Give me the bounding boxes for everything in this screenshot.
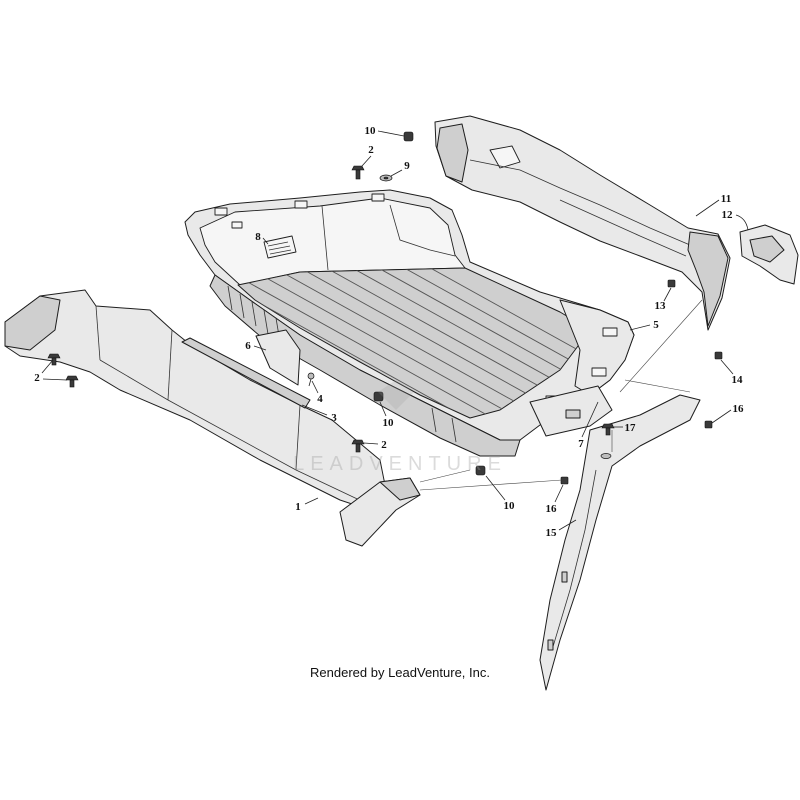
bed-latch — [591, 367, 607, 377]
watermark-text: LEADVENTURE — [293, 453, 507, 475]
leader-line — [311, 380, 319, 394]
screw-2 — [351, 439, 365, 453]
callout-label: 6 — [245, 340, 251, 352]
alignment-line — [419, 469, 471, 483]
alignment-line — [619, 299, 703, 393]
callout-label: 2 — [34, 372, 40, 384]
leader-line — [581, 401, 599, 438]
leader-line — [711, 409, 732, 424]
callout-label: 1 — [295, 501, 301, 513]
render-credit: Rendered by LeadVenture, Inc. — [310, 665, 490, 680]
bed-tab — [231, 221, 243, 229]
leader-line — [253, 345, 267, 351]
leader-line — [554, 484, 564, 503]
leader-line — [262, 237, 269, 245]
leader-line — [558, 519, 577, 531]
callout-label: 15 — [546, 527, 558, 539]
floor-rib — [293, 268, 590, 418]
leader-line — [301, 404, 328, 416]
callout-label: 5 — [653, 319, 659, 331]
leader-line — [361, 155, 372, 167]
alignment-line — [419, 479, 563, 491]
leader-line — [485, 475, 506, 501]
leader-line — [663, 287, 672, 302]
clip-10 — [475, 465, 486, 476]
plate-6 — [255, 329, 301, 386]
support-bar-3 — [181, 337, 311, 409]
floor-rib — [371, 268, 590, 418]
bed-front-wall — [199, 197, 466, 286]
screw-2 — [65, 375, 79, 388]
leader-line — [363, 442, 379, 445]
cargo-bed — [184, 189, 635, 457]
watermark-logo — [378, 380, 414, 410]
leader-line — [41, 359, 54, 374]
callout-label: 10 — [504, 500, 516, 512]
rivet-4 — [307, 372, 315, 387]
leader-line — [304, 497, 319, 505]
clip-10 — [403, 131, 414, 142]
bed-tab — [214, 207, 228, 216]
callout-label: 10 — [383, 417, 395, 429]
leader-line — [629, 324, 651, 331]
floor-rib — [345, 268, 590, 418]
callout-label: 2 — [368, 144, 374, 156]
callout-label: 7 — [578, 438, 584, 450]
alignment-line — [624, 379, 691, 393]
leader-line — [390, 169, 403, 177]
fender-15 — [539, 394, 701, 691]
callout-label: 12 — [722, 209, 734, 221]
callout-label: 14 — [732, 374, 744, 386]
rear-panel-slot — [565, 409, 581, 419]
callout-label: 8 — [255, 231, 261, 243]
bed-tab — [294, 200, 308, 209]
leader-line — [720, 359, 734, 375]
callout-label: 4 — [317, 393, 323, 405]
callout-label: 3 — [331, 412, 337, 424]
leader-line — [42, 378, 68, 381]
decal-8 — [263, 235, 297, 259]
watermark: LEADVENTURE — [293, 380, 507, 475]
callout-label: 10 — [365, 125, 377, 137]
screw-2 — [351, 165, 365, 180]
callout-label: 2 — [381, 439, 387, 451]
nut-16 — [560, 476, 569, 485]
nut-16 — [704, 420, 713, 429]
callout-label: 13 — [655, 300, 667, 312]
leader-line — [735, 214, 749, 231]
screw-17 — [601, 423, 615, 436]
bed-latch — [602, 327, 618, 337]
upper-side-panel — [434, 115, 731, 331]
bed-tab — [371, 193, 385, 202]
bed-near-wall — [209, 274, 521, 457]
washer-17 — [600, 453, 612, 459]
floor-rib — [319, 268, 590, 418]
callout-label: 9 — [404, 160, 410, 172]
callout-label: 16 — [546, 503, 558, 515]
nut-14 — [714, 351, 723, 360]
left-side-panel-1 — [4, 289, 421, 547]
leader-line — [379, 401, 387, 417]
callout-label: 11 — [721, 193, 731, 205]
bed-rear-corner — [559, 299, 635, 396]
nut-13 — [667, 279, 676, 288]
end-cap-12 — [739, 224, 799, 285]
washer-9 — [379, 174, 393, 182]
clip-10 — [373, 391, 384, 402]
callout-label: 17 — [625, 422, 637, 434]
leader-line — [695, 199, 720, 217]
callout-label: 16 — [733, 403, 745, 415]
leader-line — [377, 130, 405, 137]
